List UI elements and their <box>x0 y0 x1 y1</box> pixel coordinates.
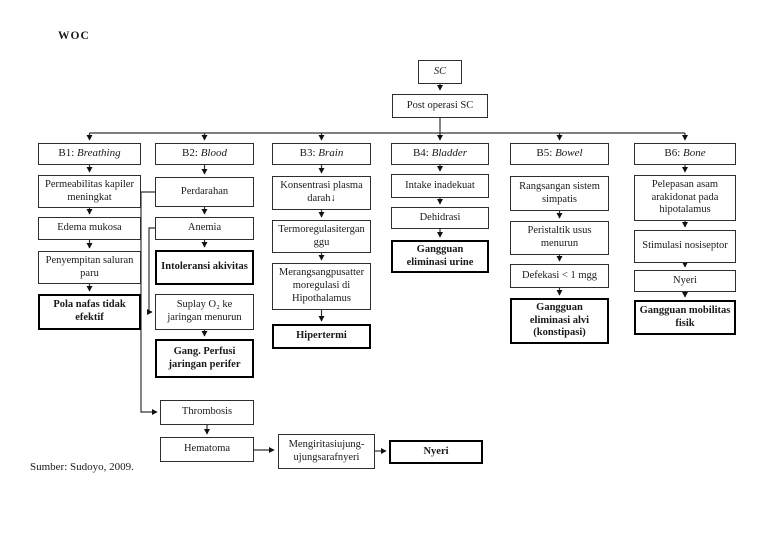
node-label: Thrombosis <box>181 406 233 418</box>
node-label: Intoleransi akivitas <box>161 261 248 273</box>
node-label: Peristaltik usus menurun <box>527 225 592 249</box>
header-word: Bowel <box>555 147 583 160</box>
node-hematoma: Hematoma <box>160 437 254 462</box>
node-anemia: Anemia <box>155 217 254 240</box>
node-label: Hematoma <box>183 443 231 455</box>
node-label: Anemia <box>187 222 222 234</box>
node-pelepasan-asam-arakidonat: Pelepasan asam arakidonat pada hipotalam… <box>634 175 736 221</box>
node-label: Nyeri <box>423 445 449 457</box>
node-edema-mukosa: Edema mukosa <box>38 217 141 240</box>
outcome-gangguan-mobilitas-fisik: Gangguan mobilitas fisik <box>634 300 736 335</box>
node-label: Gangguan eliminasi urine <box>406 243 474 268</box>
node-label: Merangsangpusattermoregulasi di Hipothal… <box>278 267 365 304</box>
header-b6-bone: B6: Bone <box>634 143 736 165</box>
node-label: Hipertermi <box>296 330 347 342</box>
header-b1-breathing: B1: Breathing <box>38 143 141 165</box>
node-post-operasi-sc: Post operasi SC <box>392 94 488 118</box>
outcome-hipertermi: Hipertermi <box>272 324 371 349</box>
header-label: B1: Breathing <box>42 147 137 160</box>
node-permeabilitas-kapiler: Permeabilitas kapiler meningkat <box>38 175 141 208</box>
header-prefix: B5: <box>536 147 556 160</box>
header-b2-blood: B2: Blood <box>155 143 254 165</box>
outcome-intoleransi-akivitas: Intoleransi akivitas <box>155 250 254 285</box>
page-title: WOC <box>58 30 90 42</box>
node-label: Gangguan eliminasi alvi (konstipasi) <box>529 301 590 339</box>
node-stimulasi-nosiseptor: Stimulasi nosiseptor <box>634 230 736 263</box>
header-word: Brain <box>318 147 344 160</box>
header-prefix: B1: <box>58 147 78 160</box>
node-label: Suplay O₂ ke jaringan menurun <box>167 299 242 323</box>
node-defekasi: Defekasi < 1 mgg <box>510 264 609 288</box>
outcome-gangguan-eliminasi-urine: Gangguan eliminasi urine <box>391 240 489 273</box>
source-note: Sumber: Sudoyo, 2009. <box>30 461 134 473</box>
node-label: Gangguan mobilitas fisik <box>639 304 731 329</box>
header-label: B5: Bowel <box>514 147 605 160</box>
header-prefix: B6: <box>664 147 684 160</box>
node-label: Gang. Perfusi jaringan perifer <box>168 345 241 370</box>
node-mengiritasi-ujung-saraf-nyeri: Mengiritasiujung-ujungsarafnyeri <box>278 434 375 469</box>
header-word: Bladder <box>431 147 468 160</box>
node-label: Perdarahan <box>180 185 229 197</box>
header-word: Bone <box>683 147 706 160</box>
header-word: Breathing <box>77 147 121 160</box>
outcome-nyeri: Nyeri <box>389 440 483 464</box>
node-label: Pelepasan asam arakidonat pada hipotalam… <box>651 178 719 216</box>
node-label: Intake inadekuat <box>405 179 475 191</box>
node-label: Defekasi < 1 mgg <box>521 269 598 281</box>
node-label: Penyempitan saluran paru <box>45 254 134 279</box>
node-suplay-o2-menurun: Suplay O₂ ke jaringan menurun <box>155 294 254 330</box>
node-label: Rangsangan sistem simpatis <box>519 180 600 205</box>
header-label: B6: Bone <box>638 147 732 160</box>
node-nyeri-b6: Nyeri <box>634 270 736 292</box>
header-b4-bladder: B4: Bladder <box>391 143 489 165</box>
header-label: B3: Brain <box>276 147 367 160</box>
header-b5-bowel: B5: Bowel <box>510 143 609 165</box>
node-sc: SC <box>418 60 462 84</box>
node-label: Permeabilitas kapiler meningkat <box>45 178 134 203</box>
node-label: Dehidrasi <box>419 211 461 223</box>
header-prefix: B3: <box>299 147 319 160</box>
node-merangsang-pusat-termoregulasi: Merangsangpusattermoregulasi di Hipothal… <box>272 263 371 310</box>
node-label: Edema mukosa <box>57 222 122 234</box>
node-label: Termoregulasiterganggu <box>278 223 365 248</box>
node-perdarahan: Perdarahan <box>155 177 254 207</box>
node-label: Post operasi SC <box>406 99 474 111</box>
node-konsentrasi-plasma-darah: Konsentrasi plasma darah↓ <box>272 176 371 210</box>
node-label: Stimulasi nosiseptor <box>642 240 728 252</box>
header-b3-brain: B3: Brain <box>272 143 371 165</box>
node-termoregulasi-terganggu: Termoregulasiterganggu <box>272 220 371 253</box>
outcome-gangguan-eliminasi-alvi: Gangguan eliminasi alvi (konstipasi) <box>510 298 609 344</box>
outcome-pola-nafas-tidak-efektif: Pola nafas tidak efektif <box>38 294 141 330</box>
node-thrombosis: Thrombosis <box>160 400 254 425</box>
header-label: B4: Bladder <box>395 147 485 160</box>
node-rangsangan-sistem-simpatis: Rangsangan sistem simpatis <box>510 176 609 211</box>
node-peristaltik-usus-menurun: Peristaltik usus menurun <box>510 221 609 255</box>
header-prefix: B2: <box>182 147 201 160</box>
node-intake-inadekuat: Intake inadekuat <box>391 174 489 198</box>
outcome-gang-perfusi-jaringan-perifer: Gang. Perfusi jaringan perifer <box>155 339 254 378</box>
node-penyempitan-saluran-paru: Penyempitan saluran paru <box>38 251 141 284</box>
node-label: SC <box>433 65 447 77</box>
header-label: B2: Blood <box>159 147 250 160</box>
node-label: Pola nafas tidak efektif <box>53 299 126 323</box>
header-word: Blood <box>200 147 227 160</box>
node-dehidrasi: Dehidrasi <box>391 207 489 229</box>
header-prefix: B4: <box>412 147 432 160</box>
node-label: Nyeri <box>673 274 697 286</box>
node-label: Mengiritasiujung-ujungsarafnyeri <box>288 438 365 463</box>
node-label: Konsentrasi plasma darah↓ <box>280 180 363 204</box>
